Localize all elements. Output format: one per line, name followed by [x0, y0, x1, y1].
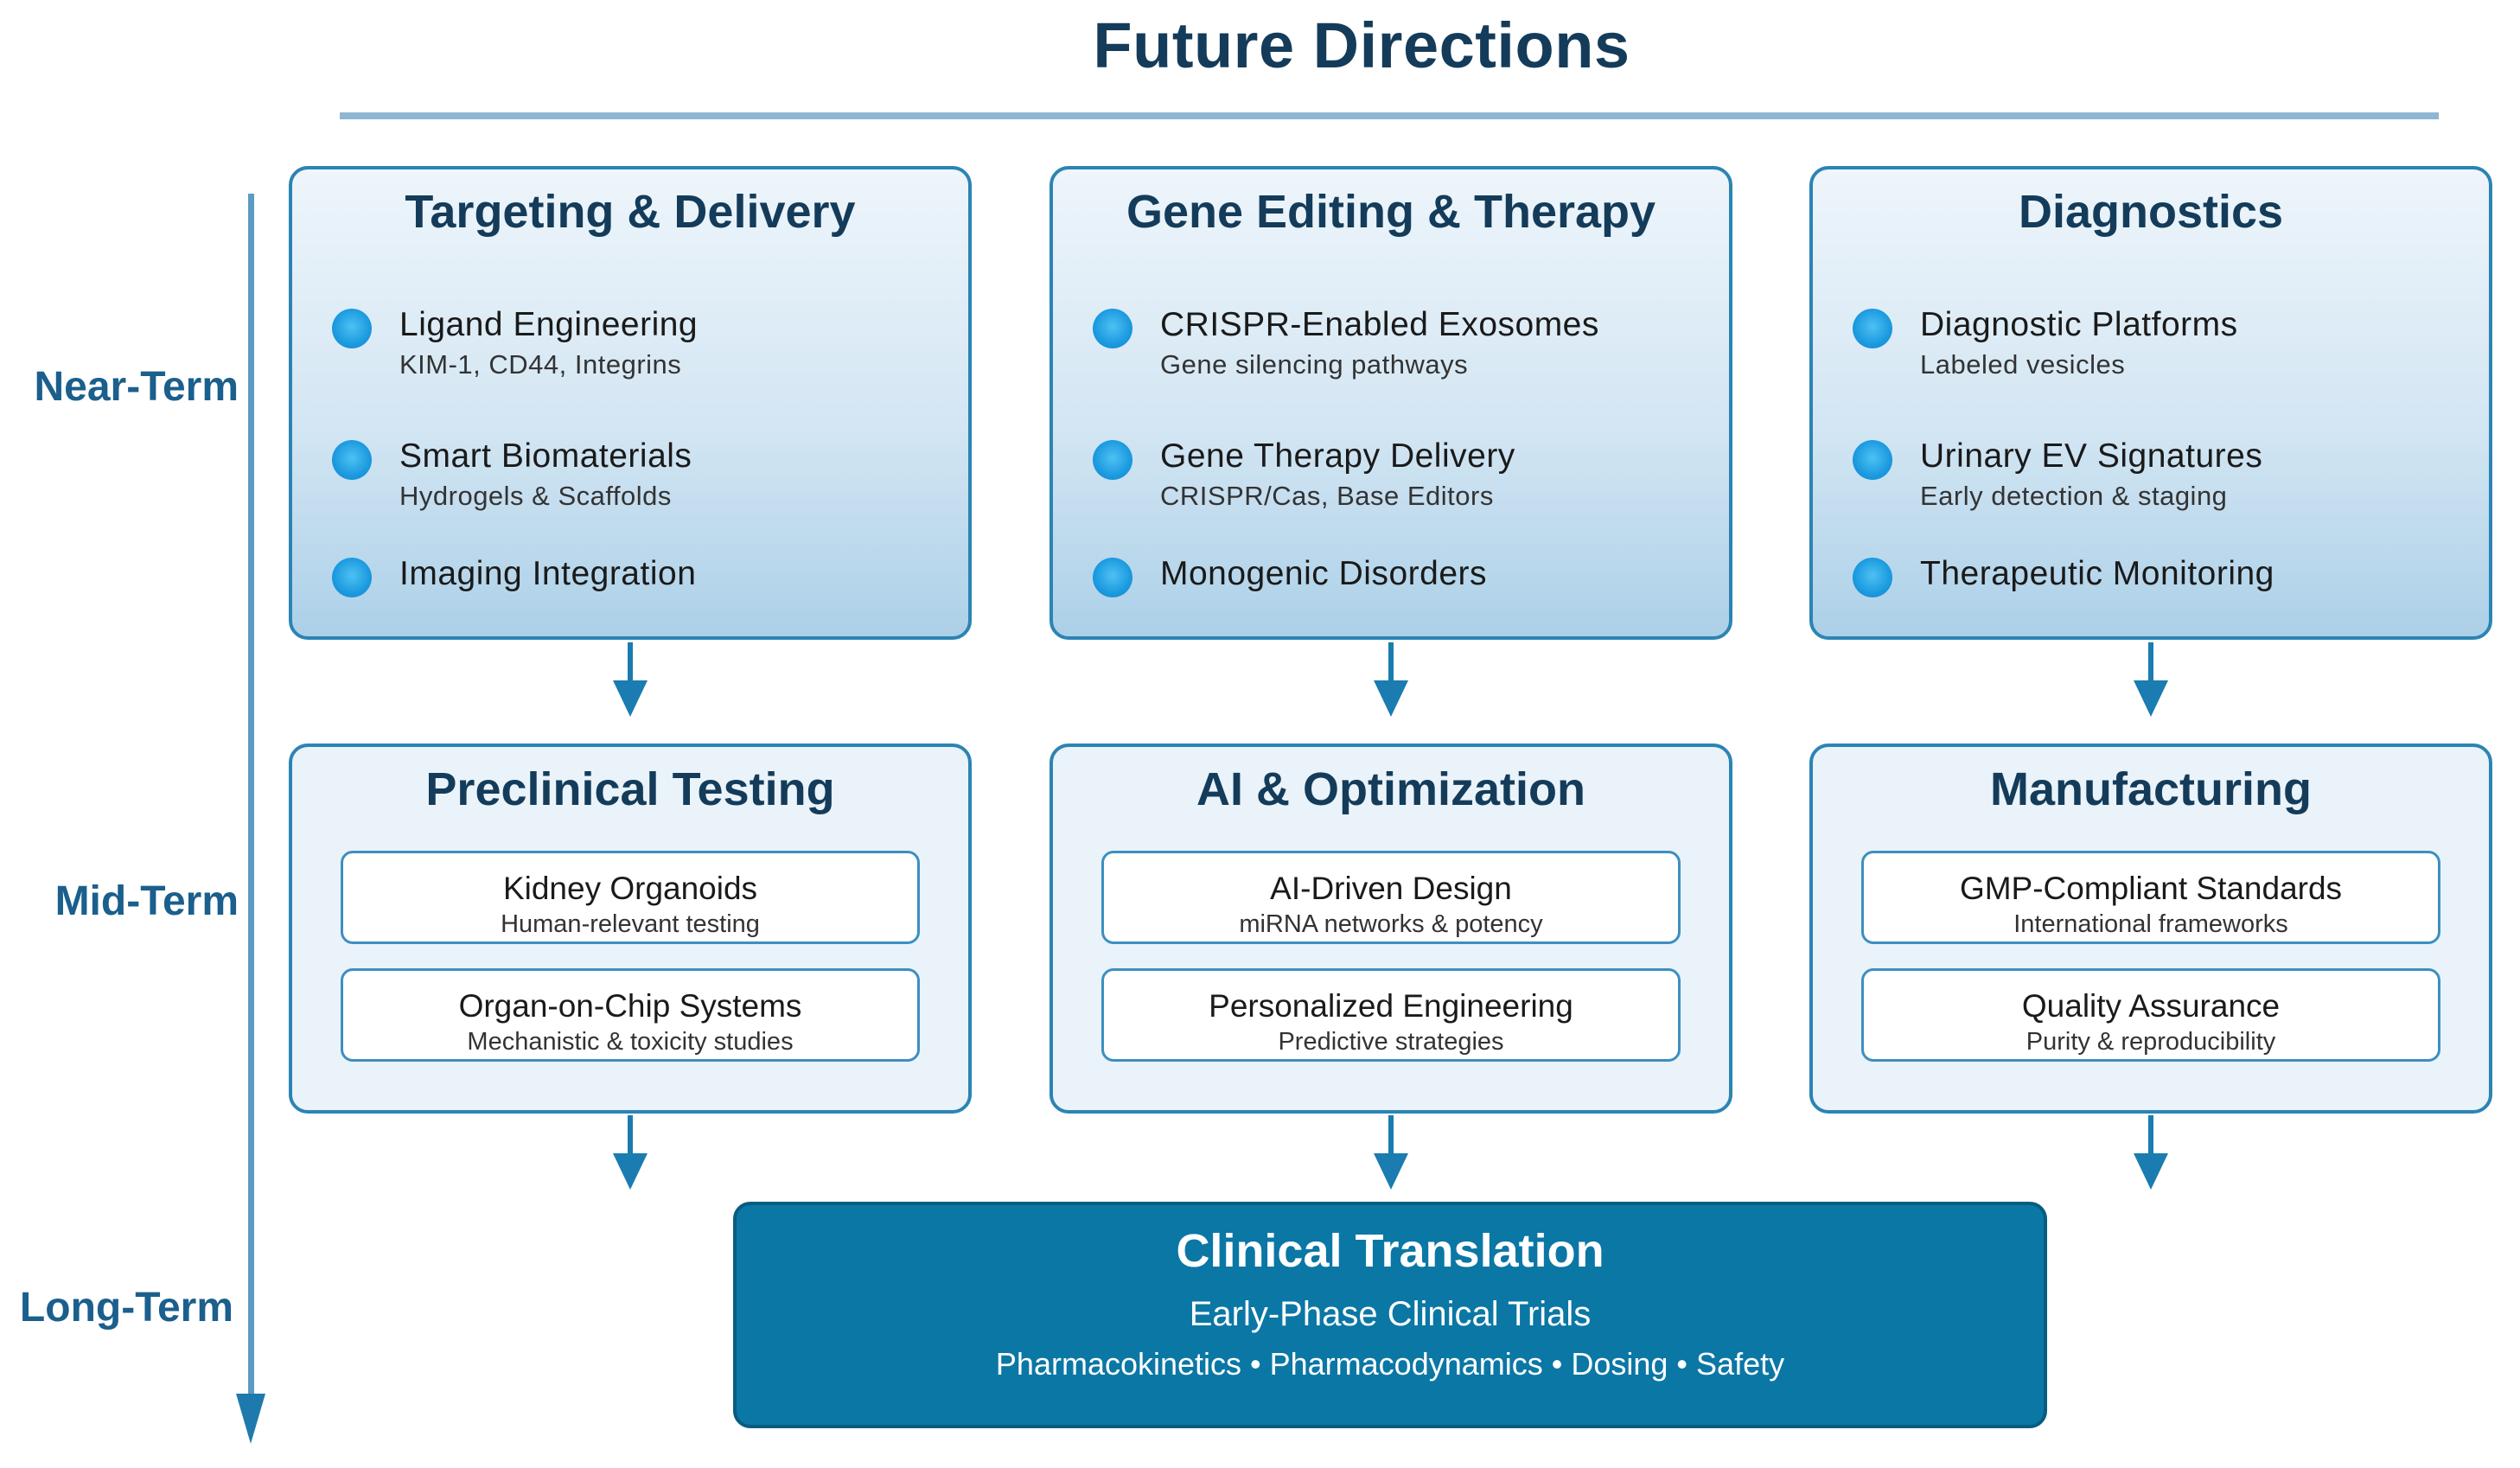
box-targeting-delivery: Targeting & Delivery Ligand Engineering … [289, 166, 972, 640]
item-label: Monogenic Disorders [1160, 555, 1488, 592]
item-subtext: Labeled vesicles [1920, 349, 2126, 380]
item-label: Urinary EV Signatures [1920, 437, 2263, 475]
sub-card-title: Personalized Engineering [1209, 988, 1573, 1024]
item-subtext: Hydrogels & Scaffolds [399, 481, 672, 511]
sub-card-title: Kidney Organoids [502, 871, 758, 906]
item-label: Smart Biomaterials [399, 437, 692, 475]
box-title: Diagnostics [2018, 186, 2284, 238]
box-ai-optimization: AI & Optimization AI-Driven Design miRNA… [1049, 744, 1732, 1114]
list-item: Monogenic Disorders [1093, 555, 1488, 597]
item-subtext: Early detection & staging [1920, 481, 2228, 511]
bullet-icon [1853, 309, 1892, 348]
sub-card-description: International frameworks [2013, 910, 2288, 938]
sub-card: Organ-on-Chip Systems Mechanistic & toxi… [341, 968, 920, 1062]
box-title: Manufacturing [1990, 763, 2312, 815]
sub-card-title: AI-Driven Design [1270, 871, 1512, 906]
timeline-arrowhead [236, 1394, 265, 1444]
list-item: Gene Therapy Delivery CRISPR/Cas, Base E… [1093, 437, 1515, 512]
sub-card: Personalized Engineering Predictive stra… [1101, 968, 1681, 1062]
sub-card: AI-Driven Design miRNA networks & potenc… [1101, 851, 1681, 944]
phase-label-long-term: Long-Term [19, 1285, 233, 1331]
sub-card-title: Quality Assurance [2021, 988, 2281, 1024]
bullet-icon [332, 309, 372, 348]
box-title: Gene Editing & Therapy [1126, 186, 1656, 238]
title-divider [340, 112, 2439, 119]
phase-label-mid-term: Mid-Term [54, 878, 239, 924]
bullet-icon [1093, 558, 1132, 597]
box-title: AI & Optimization [1196, 763, 1585, 815]
list-item: CRISPR-Enabled Exosomes Gene silencing p… [1093, 306, 1599, 380]
phase-label-near-term: Near-Term [34, 364, 239, 410]
bullet-icon [1093, 440, 1132, 480]
item-label: Gene Therapy Delivery [1160, 437, 1515, 475]
bullet-icon [332, 558, 372, 597]
list-item: Ligand Engineering KIM-1, CD44, Integrin… [332, 306, 699, 380]
item-label: Imaging Integration [399, 555, 697, 592]
bullet-icon [1093, 309, 1132, 348]
sub-card: GMP-Compliant Standards International fr… [1861, 851, 2440, 944]
clinical-details: Pharmacokinetics • Pharmacodynamics • Do… [995, 1346, 1785, 1382]
sub-card-description: miRNA networks & potency [1239, 910, 1543, 938]
item-subtext: Gene silencing pathways [1160, 349, 1469, 380]
item-label: CRISPR-Enabled Exosomes [1160, 306, 1599, 343]
bullet-icon [332, 440, 372, 480]
sub-card-description: Human-relevant testing [501, 910, 760, 938]
bullet-icon [1853, 558, 1892, 597]
sub-card-title: GMP-Compliant Standards [1959, 871, 2343, 906]
box-title: Preclinical Testing [425, 763, 835, 815]
list-item: Therapeutic Monitoring [1853, 555, 2274, 597]
clinical-subtitle: Early-Phase Clinical Trials [1189, 1295, 1592, 1333]
sub-card-description: Purity & reproducibility [2026, 1028, 2276, 1056]
item-label: Diagnostic Platforms [1920, 306, 2238, 343]
item-label: Ligand Engineering [399, 306, 699, 343]
timeline-axis [248, 194, 254, 1404]
flow-arrow-down [1374, 1115, 1408, 1193]
list-item: Urinary EV Signatures Early detection & … [1853, 437, 2263, 512]
sub-card-title: Organ-on-Chip Systems [458, 988, 802, 1024]
box-gene-editing-therapy: Gene Editing & Therapy CRISPR-Enabled Ex… [1049, 166, 1732, 640]
flow-arrow-down [613, 642, 648, 720]
sub-card: Kidney Organoids Human-relevant testing [341, 851, 920, 944]
sub-card: Quality Assurance Purity & reproducibili… [1861, 968, 2440, 1062]
box-clinical-translation: Clinical Translation Early-Phase Clinica… [733, 1202, 2047, 1428]
flow-arrow-down [1374, 642, 1408, 720]
flow-arrow-down [2134, 1115, 2168, 1193]
box-diagnostics: Diagnostics Diagnostic Platforms Labeled… [1809, 166, 2492, 640]
list-item: Smart Biomaterials Hydrogels & Scaffolds [332, 437, 692, 512]
item-subtext: CRISPR/Cas, Base Editors [1160, 481, 1494, 511]
box-preclinical-testing: Preclinical Testing Kidney Organoids Hum… [289, 744, 972, 1114]
bullet-icon [1853, 440, 1892, 480]
box-manufacturing: Manufacturing GMP-Compliant Standards In… [1809, 744, 2492, 1114]
list-item: Diagnostic Platforms Labeled vesicles [1853, 306, 2238, 380]
page-title: Future Directions [1093, 10, 1630, 81]
sub-card-description: Predictive strategies [1278, 1028, 1504, 1056]
box-title: Targeting & Delivery [405, 186, 856, 238]
item-label: Therapeutic Monitoring [1920, 555, 2274, 592]
clinical-title: Clinical Translation [1176, 1225, 1605, 1277]
flow-arrow-down [2134, 642, 2168, 720]
item-subtext: KIM-1, CD44, Integrins [399, 349, 682, 380]
list-item: Imaging Integration [332, 555, 697, 597]
flow-arrow-down [613, 1115, 648, 1193]
sub-card-description: Mechanistic & toxicity studies [467, 1028, 794, 1056]
